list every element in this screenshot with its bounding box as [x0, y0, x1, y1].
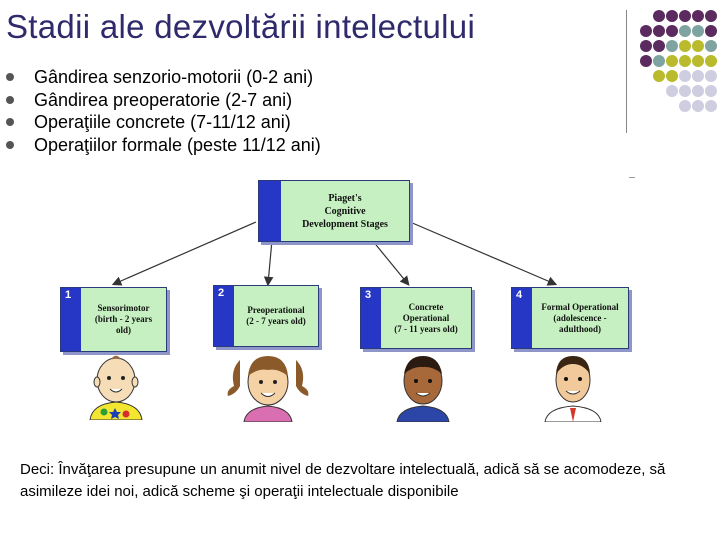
man-illustration: [544, 356, 602, 422]
slide-title: Stadii ale dezvoltării intelectului: [6, 8, 476, 45]
decorative-dot: [705, 10, 717, 22]
decorative-dot: [679, 10, 691, 22]
stage-box-3: 3 Concrete Operational (7 - 11 years old…: [360, 287, 472, 349]
root-label: Piaget's Cognitive Development Stages: [302, 192, 388, 230]
decorative-dot: [692, 85, 704, 97]
decorative-dot: [666, 55, 678, 67]
decorative-dot: [640, 40, 652, 52]
stage-label: Concrete Operational (7 - 11 years old): [394, 301, 458, 334]
decorative-dot: [666, 70, 678, 82]
decorative-dot: [666, 25, 678, 37]
decorative-dot: [679, 100, 691, 112]
stage-number: 2: [218, 287, 225, 299]
decorative-dot: [679, 40, 691, 52]
stage-number: 3: [365, 289, 372, 301]
arrow-to-stage-4: [409, 221, 558, 286]
arrow-to-stage-2: [263, 239, 274, 287]
divider-tick: [629, 177, 635, 178]
stage-box-1: 1 Sensorimotor (birth - 2 years old): [60, 287, 167, 352]
decorative-dot: [705, 40, 717, 52]
decorative-dot: [640, 55, 652, 67]
footer-text: Deci: Învăţarea presupune un anumit nive…: [20, 461, 666, 500]
decorative-dot: [653, 40, 665, 52]
decorative-dot: [666, 85, 678, 97]
decorative-dot: [679, 70, 691, 82]
bullet-item: Gândirea senzorio-motorii (0-2 ani): [0, 66, 321, 89]
decorative-dot: [666, 10, 678, 22]
decorative-dot: [679, 85, 691, 97]
root-box: Piaget's Cognitive Development Stages: [258, 180, 410, 242]
decorative-dot: [640, 25, 652, 37]
decorative-dot: [705, 85, 717, 97]
stage-number: 4: [516, 289, 523, 301]
decorative-dot: [653, 25, 665, 37]
decorative-dot: [666, 40, 678, 52]
stage-box-4: 4 Formal Operational (adolescence - adul…: [511, 287, 629, 349]
decorative-dot: [692, 55, 704, 67]
decorative-dot: [705, 25, 717, 37]
decorative-dot: [679, 25, 691, 37]
bullet-item: Operaţiile concrete (7-11/12 ani): [0, 111, 321, 134]
decorative-dot: [653, 55, 665, 67]
stage-label: Sensorimotor (birth - 2 years old): [94, 303, 153, 335]
decorative-dot: [679, 55, 691, 67]
stage-label: Preoperational (2 - 7 years old): [246, 305, 306, 326]
stage-box-2: 2 Preoperational (2 - 7 years old): [213, 285, 319, 347]
boy-illustration: [396, 356, 450, 422]
baby-illustration: [89, 355, 143, 420]
decorative-dot: [705, 70, 717, 82]
decorative-dot: [653, 70, 665, 82]
stage-label: Formal Operational (adolescence - adulth…: [541, 301, 619, 334]
arrow-to-stage-3: [371, 239, 410, 286]
decorative-dot: [692, 10, 704, 22]
decorative-dot: [653, 10, 665, 22]
dot-grid-decoration: [640, 10, 720, 120]
decorative-dot: [692, 40, 704, 52]
decorative-dot: [705, 100, 717, 112]
girl-illustration: [227, 356, 309, 422]
decorative-dot: [692, 100, 704, 112]
stage-number: 1: [65, 289, 72, 301]
decorative-dot: [692, 25, 704, 37]
bullet-item: Operaţiilor formale (peste 11/12 ani): [0, 134, 321, 157]
arrow-to-stage-1: [111, 221, 257, 286]
vertical-divider: [626, 10, 627, 133]
bullet-list: Gândirea senzorio-motorii (0-2 ani) Gând…: [0, 66, 321, 156]
decorative-dot: [705, 55, 717, 67]
decorative-dot: [692, 70, 704, 82]
bullet-item: Gândirea preoperatorie (2-7 ani): [0, 89, 321, 112]
